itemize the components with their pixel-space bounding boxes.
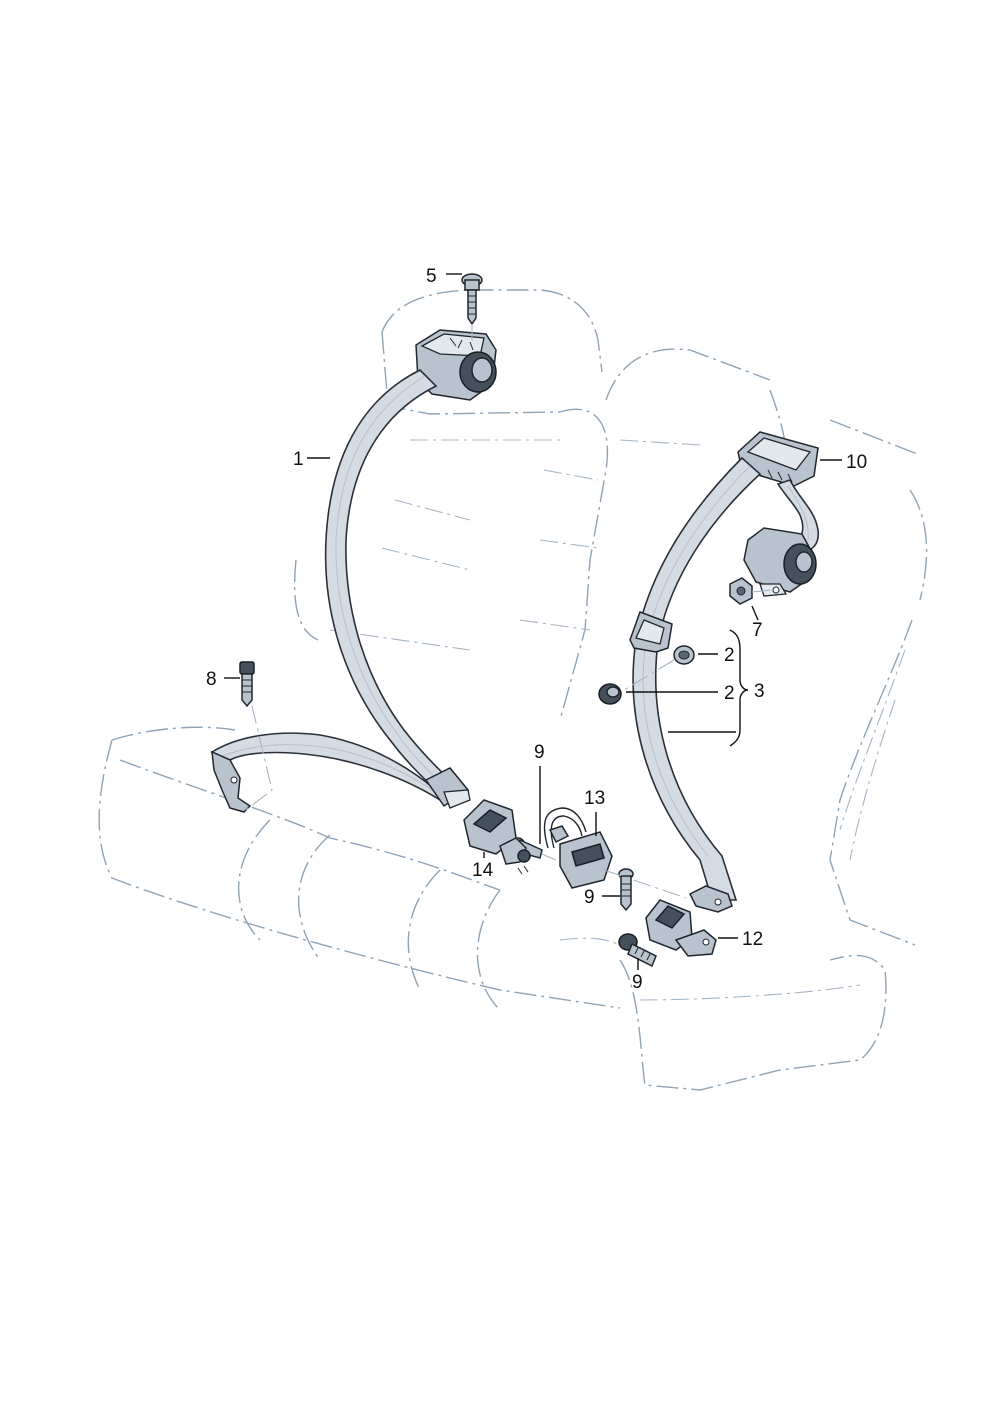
bolt-8-icon <box>239 661 273 811</box>
buckle-13-icon <box>543 807 687 899</box>
cap-2-icon <box>598 683 622 705</box>
nut-7-icon <box>729 577 773 605</box>
callout-9-middle: 9 <box>584 887 595 908</box>
callout-labels: 1 5 10 7 2 2 3 8 9 13 14 9 12 9 <box>206 266 867 993</box>
callout-1: 1 <box>293 449 304 470</box>
buckle-12-icon <box>645 899 717 957</box>
right-three-point-belt <box>629 431 820 913</box>
callout-9-lower: 9 <box>632 972 643 993</box>
callout-8: 8 <box>206 669 217 690</box>
callout-12: 12 <box>742 929 763 950</box>
bolt-9c-icon <box>618 933 657 968</box>
buckle-14-icon <box>463 799 531 875</box>
callout-14: 14 <box>472 860 494 881</box>
callout-5: 5 <box>426 266 437 287</box>
callout-13: 13 <box>584 788 605 809</box>
nut-2-icon <box>623 645 695 691</box>
callout-3: 3 <box>754 681 765 702</box>
callout-7: 7 <box>752 620 763 641</box>
bolt-9b-icon <box>618 868 634 912</box>
callout-9-upper: 9 <box>534 742 545 763</box>
callout-10: 10 <box>846 452 867 473</box>
left-three-point-belt <box>210 329 497 813</box>
callout-2-lower: 2 <box>724 683 735 704</box>
bolt-5-icon <box>461 273 483 340</box>
callout-2-upper: 2 <box>724 645 735 666</box>
leader-lines <box>224 273 842 970</box>
rear-seat-outline <box>98 289 928 1091</box>
